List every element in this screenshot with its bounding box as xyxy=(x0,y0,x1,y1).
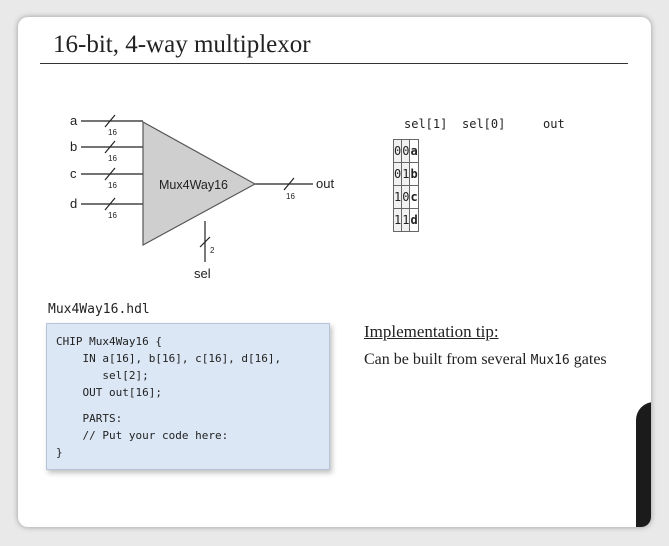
header-sel0: sel[0] xyxy=(462,117,506,131)
table-cell: 1 xyxy=(392,208,403,232)
slide-title: 16-bit, 4-way multiplexor xyxy=(53,31,311,58)
tip-text-before: Can be built from several xyxy=(364,351,531,368)
input-width-b: 16 xyxy=(108,154,117,163)
table-cell: 0 xyxy=(401,139,411,163)
table-cell: d xyxy=(409,208,419,232)
table-cell: 1 xyxy=(401,162,411,186)
chip-label: Mux4Way16 xyxy=(159,178,228,192)
table-cell: 0 xyxy=(392,139,403,163)
presenter-silhouette xyxy=(636,402,651,527)
mux-body xyxy=(142,120,257,247)
table-cell: c xyxy=(409,185,419,209)
table-row: 0 0 a xyxy=(392,139,419,163)
input-label-d: d xyxy=(70,196,77,211)
table-cell: 0 xyxy=(392,162,403,186)
table-cell: 1 xyxy=(392,185,403,209)
header-out: out xyxy=(543,117,565,131)
output-width: 16 xyxy=(286,192,295,201)
code-line: PARTS: xyxy=(56,412,123,425)
code-line: OUT out[16]; xyxy=(56,386,162,399)
table-cell: a xyxy=(409,139,419,163)
hdl-filename: Mux4Way16.hdl xyxy=(48,302,150,317)
title-divider xyxy=(40,63,628,64)
table-cell: 1 xyxy=(401,208,411,232)
code-line: // Put your code here: xyxy=(56,429,229,442)
select-width: 2 xyxy=(210,246,215,255)
input-label-a: a xyxy=(70,113,78,128)
input-width-a: 16 xyxy=(108,128,117,137)
code-line: IN a[16], b[16], c[16], d[16], xyxy=(56,352,282,365)
code-box: CHIP Mux4Way16 { IN a[16], b[16], c[16],… xyxy=(46,323,330,470)
input-label-b: b xyxy=(70,139,77,154)
output-label: out xyxy=(316,176,334,191)
tip-heading: Implementation tip: xyxy=(364,322,499,341)
table-row: 1 0 c xyxy=(392,185,419,209)
code-line: } xyxy=(56,446,63,459)
tip-code-word: Mux16 xyxy=(530,353,570,368)
input-width-d: 16 xyxy=(108,211,117,220)
header-sel1: sel[1] xyxy=(404,117,448,131)
truth-table-grid: 0 0 a 0 1 b 1 0 c 1 1 d xyxy=(392,139,419,232)
code-line: CHIP Mux4Way16 { xyxy=(56,335,162,348)
slide: 16-bit, 4-way multiplexor Mux4Way16 a b … xyxy=(18,17,651,527)
tip-text-after: gates xyxy=(569,351,607,368)
table-cell: b xyxy=(409,162,419,186)
mux-diagram: Mux4Way16 a b c d 16 16 16 16 out 16 2 s… xyxy=(70,113,334,281)
select-label: sel xyxy=(194,266,211,281)
table-cell: 0 xyxy=(401,185,411,209)
table-row: 1 1 d xyxy=(392,208,419,232)
table-row: 0 1 b xyxy=(392,162,419,186)
input-width-c: 16 xyxy=(108,181,117,190)
input-label-c: c xyxy=(70,166,77,181)
code-line: sel[2]; xyxy=(56,369,149,382)
tip-text: Can be built from several Mux16 gates xyxy=(364,351,607,369)
